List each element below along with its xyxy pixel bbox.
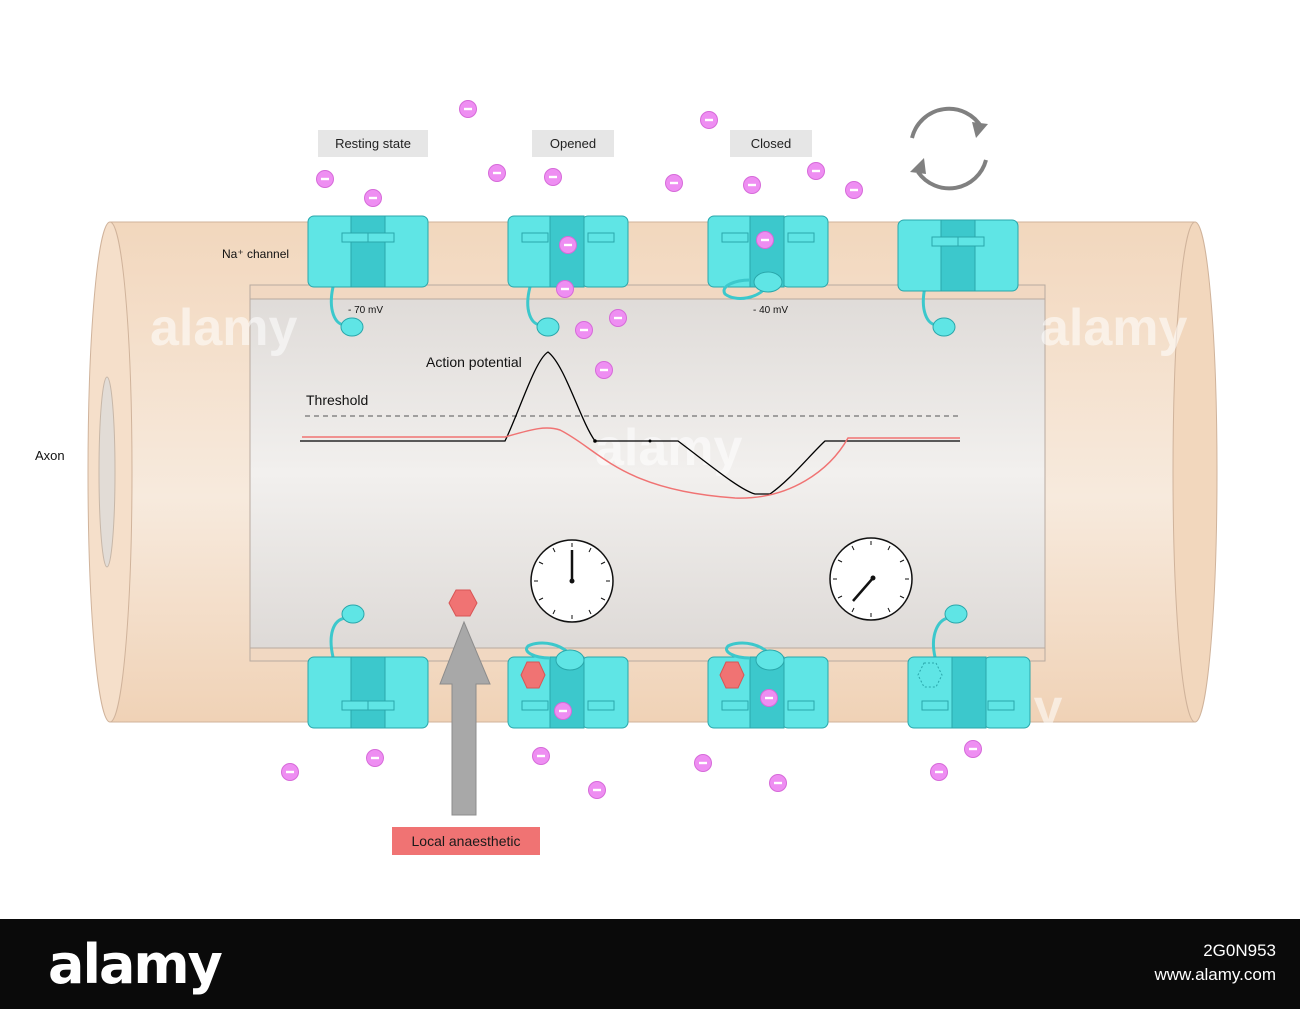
na-channel-bottom-resting	[307, 604, 429, 729]
local-anaesthetic-text: Local anaesthetic	[412, 833, 521, 849]
ion-icon	[760, 689, 778, 707]
state-label-opened-text: Opened	[550, 136, 596, 151]
ion-icon	[488, 164, 506, 182]
hexagon-icon	[520, 661, 546, 689]
ion-icon	[316, 170, 334, 188]
na-channel-bottom-closed-blocked	[707, 641, 829, 729]
ion-icon	[364, 189, 382, 207]
state-label-resting: Resting state	[318, 130, 428, 157]
voltage-label-40: - 40 mV	[753, 305, 788, 316]
hexagon-icon	[719, 661, 745, 689]
footer-bar: alamy 2G0N953 www.alamy.com	[0, 919, 1300, 1009]
state-label-resting-text: Resting state	[335, 136, 411, 151]
clock-icon	[829, 537, 913, 621]
watermark-text: alamy	[150, 299, 298, 357]
state-label-closed-text: Closed	[751, 136, 791, 151]
na-channel-top-right	[897, 219, 1019, 337]
voltage-label-70: - 70 mV	[348, 305, 383, 316]
clock-icon	[530, 539, 614, 623]
footer-logo: alamy	[48, 933, 223, 996]
cycle-arrows-icon	[910, 106, 988, 191]
watermark-text: alamy	[595, 419, 743, 477]
na-channel-top-closed	[707, 215, 829, 300]
state-label-closed: Closed	[730, 130, 812, 157]
ion-icon	[769, 774, 787, 792]
state-label-opened: Opened	[532, 130, 614, 157]
ion-icon	[459, 100, 477, 118]
hexagon-icon	[448, 589, 478, 617]
action-potential-graph: Threshold Action potential	[300, 351, 962, 499]
ion-icon	[743, 176, 761, 194]
ion-icon	[930, 763, 948, 781]
footer-site: www.alamy.com	[1154, 965, 1276, 984]
threshold-label: Threshold	[306, 392, 368, 408]
action-potential-label: Action potential	[426, 354, 522, 370]
ion-icon	[544, 168, 562, 186]
ion-icon	[845, 181, 863, 199]
axon-interior	[249, 284, 1046, 662]
na-channel-top-resting	[307, 215, 429, 337]
na-channel-bottom-right	[907, 604, 1031, 729]
anaesthetic-arrow-icon	[439, 620, 491, 816]
na-channel-label: Na⁺ channel	[222, 247, 289, 261]
footer-image-info: 2G0N953 www.alamy.com	[1154, 939, 1276, 987]
ion-icon	[807, 162, 825, 180]
ion-icon	[281, 763, 299, 781]
ion-icon	[964, 740, 982, 758]
ion-icon	[700, 111, 718, 129]
ion-icon	[595, 361, 613, 379]
ion-icon	[665, 174, 683, 192]
footer-image-id: 2G0N953	[1203, 941, 1276, 960]
ion-icon	[609, 309, 627, 327]
axon-label: Axon	[35, 448, 65, 463]
ion-icon	[588, 781, 606, 799]
na-channel-bottom-opened-blocked	[507, 641, 629, 729]
watermark-text: alamy	[1040, 299, 1188, 357]
ion-icon	[532, 747, 550, 765]
ion-icon	[556, 280, 574, 298]
ion-icon	[554, 702, 572, 720]
nerve-block-diagram: alamy alamy alamy alamy Resting state Op…	[35, 100, 1218, 855]
ion-icon	[366, 749, 384, 767]
ion-icon	[756, 231, 774, 249]
local-anaesthetic-label: Local anaesthetic	[392, 827, 540, 855]
blocked-potential-trace	[302, 427, 960, 499]
ion-icon	[694, 754, 712, 772]
na-channel-top-opened	[507, 215, 629, 337]
ion-icon	[559, 236, 577, 254]
ion-icon	[575, 321, 593, 339]
hexagon-outline-icon	[917, 662, 943, 688]
